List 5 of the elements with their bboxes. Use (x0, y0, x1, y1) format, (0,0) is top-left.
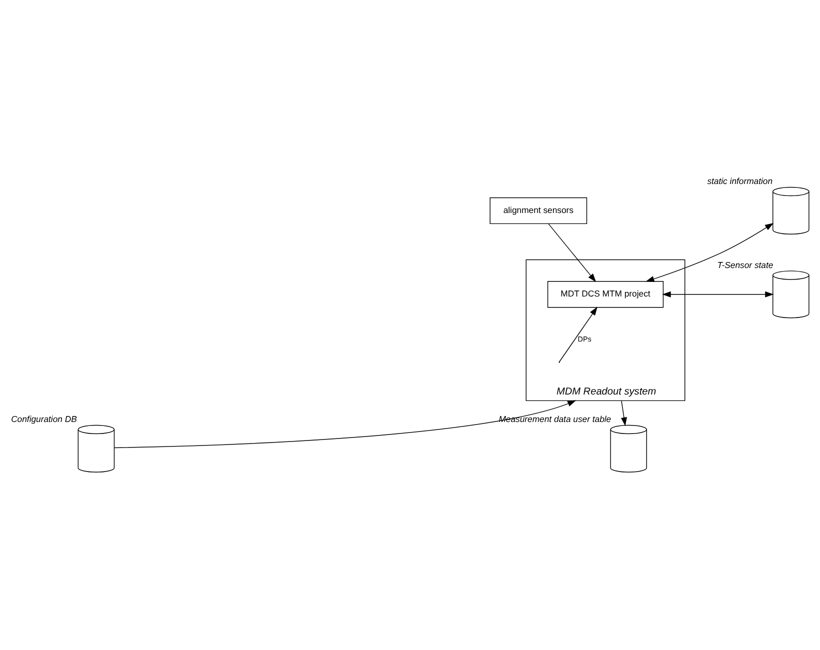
edge-label: DPs (578, 334, 592, 344)
node-label: Configuration DB (11, 414, 77, 424)
node-label: Measurement data user table (498, 414, 612, 424)
node-label: static information (707, 176, 773, 186)
node-label: T-Sensor state (717, 260, 774, 270)
